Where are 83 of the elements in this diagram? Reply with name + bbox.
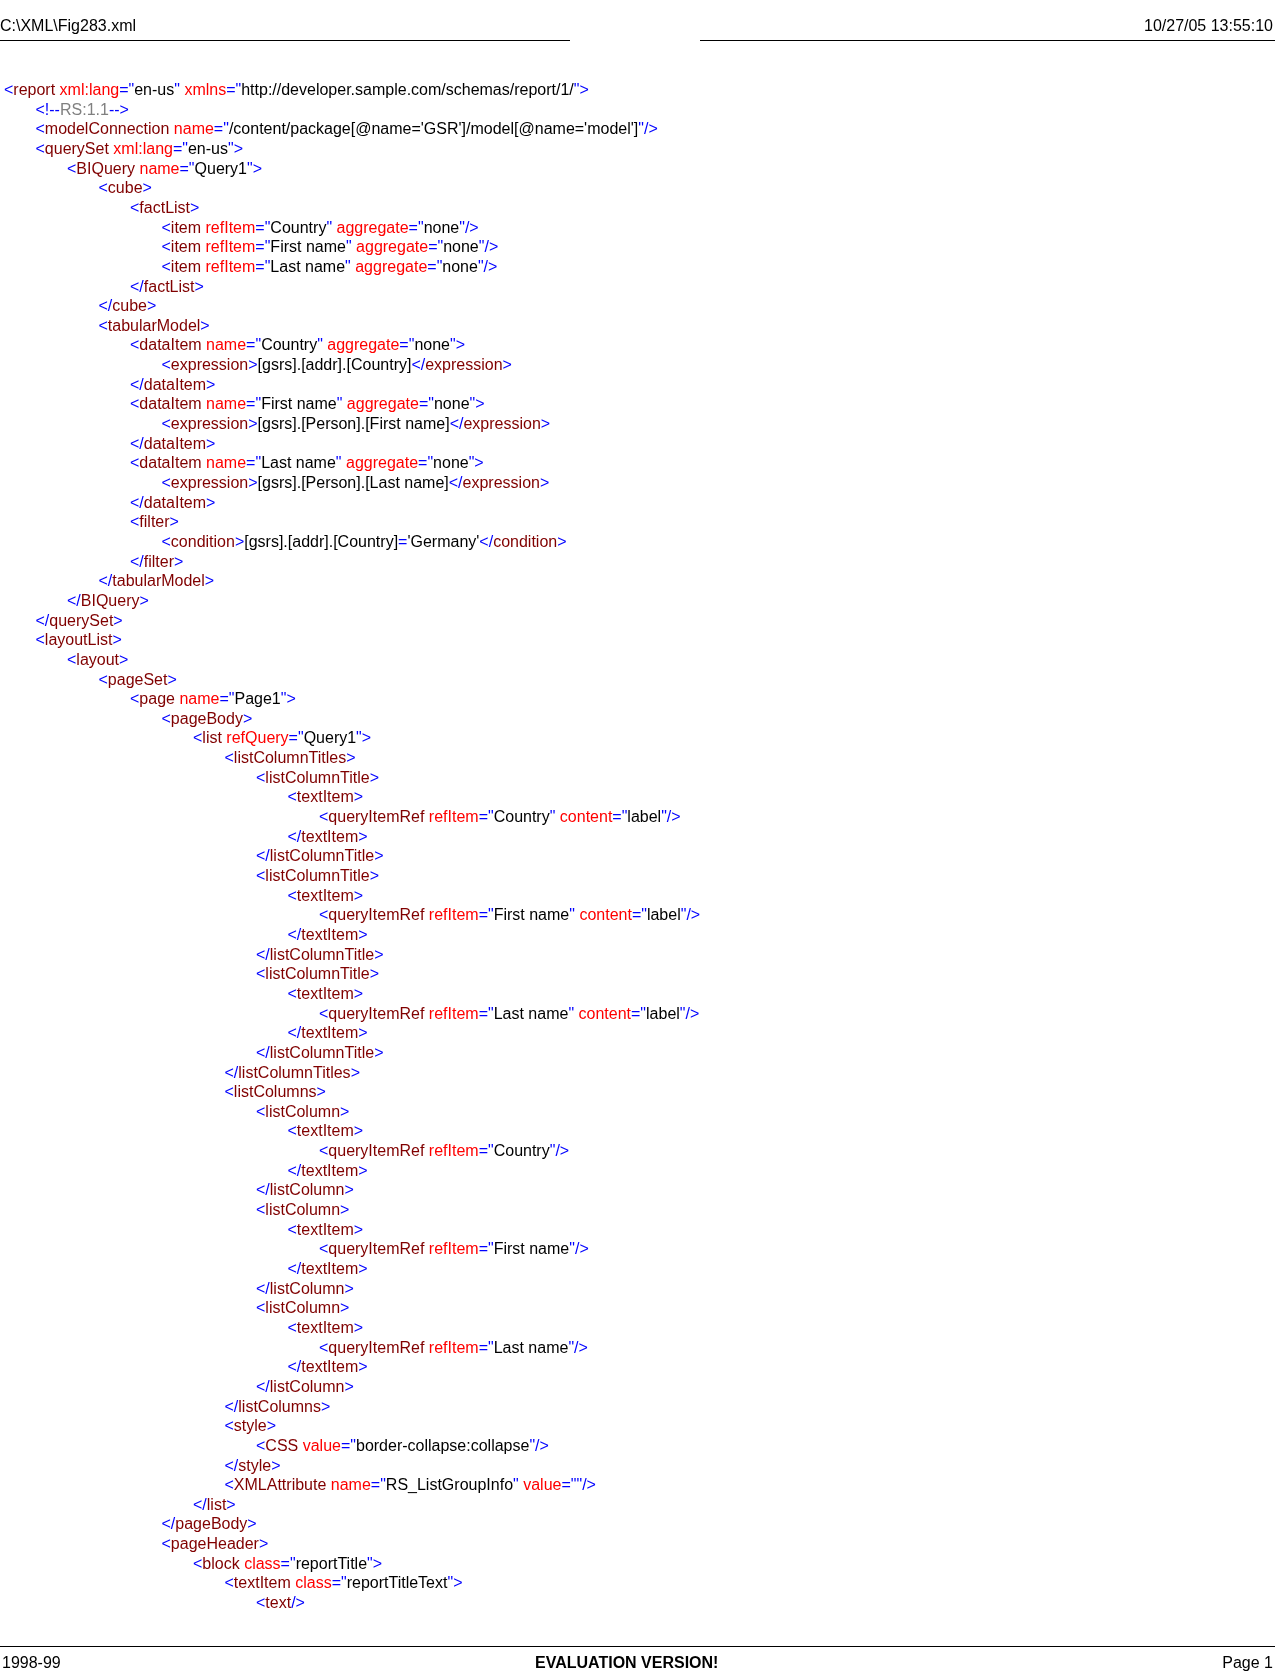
code-line: <block class="reportTitle">	[193, 1553, 383, 1573]
code-line: </BIQuery>	[67, 590, 149, 610]
code-line: <item refItem="Last name" aggregate="none"/>	[161, 256, 498, 276]
code-line: </listColumnTitle>	[256, 944, 384, 964]
code-line: <queryItemRef refItem="Last name" content="label"/>	[319, 1003, 700, 1023]
code-line: </dataItem>	[130, 374, 216, 394]
code-line: <dataItem name="First name" aggregate="none">	[130, 394, 485, 414]
code-line: </listColumnTitle>	[256, 846, 384, 866]
code-line: <pageHeader>	[161, 1534, 269, 1554]
code-line: <queryItemRef refItem="Country"/>	[319, 1141, 570, 1161]
code-line: <modelConnection name="/content/package[@name='GSR']/model[@name='model']"/>	[35, 119, 658, 139]
code-line: <item refItem="First name" aggregate="none"/>	[161, 237, 499, 257]
code-line: <expression>[gsrs].[addr].[Country]</expression>	[161, 355, 512, 375]
code-line: <listColumn>	[256, 1200, 350, 1220]
code-line: </dataItem>	[130, 433, 216, 453]
code-line: <pageSet>	[98, 669, 177, 689]
code-line: <queryItemRef refItem="Last name"/>	[319, 1337, 588, 1357]
code-line: <textItem>	[287, 885, 364, 905]
code-line: </textItem>	[287, 826, 368, 846]
code-line: <dataItem name="Country" aggregate="none">	[130, 335, 465, 355]
evaluation-notice: EVALUATION VERSION!	[535, 1653, 719, 1672]
copyright-text: 1998-99	[2, 1653, 61, 1672]
code-line: <layoutList>	[35, 630, 122, 650]
code-line: <queryItemRef refItem="First name" content="label"/>	[319, 905, 701, 925]
code-line: <text/>	[256, 1593, 305, 1613]
code-line: <textItem>	[287, 983, 364, 1003]
code-line: <expression>[gsrs].[Person].[First name]</expression>	[161, 414, 551, 434]
code-line: <listColumn>	[256, 1298, 350, 1318]
code-line: </dataItem>	[130, 492, 216, 512]
page-number: Page 1	[1222, 1653, 1273, 1672]
code-line: <XMLAttribute name="RS_ListGroupInfo" value=""/>	[224, 1475, 596, 1495]
code-line: <listColumnTitle>	[256, 866, 379, 885]
code-line: </listColumn>	[256, 1376, 354, 1396]
code-line: <queryItemRef refItem="Country" content="label"/>	[319, 807, 681, 827]
code-line: <queryItemRef refItem="First name"/>	[319, 1239, 589, 1259]
code-line: </querySet>	[35, 610, 123, 630]
code-line: <list refQuery="Query1">	[193, 728, 372, 748]
code-line: </textItem>	[287, 1259, 368, 1278]
code-line: <textItem>	[287, 1317, 364, 1337]
code-line: <listColumn>	[256, 1101, 350, 1121]
code-line: <!--RS:1.1-->	[35, 99, 129, 119]
code-line: </listColumn>	[256, 1180, 354, 1200]
code-line: </style>	[224, 1455, 281, 1475]
code-line: <cube>	[98, 178, 152, 198]
code-line: <expression>[gsrs].[Person].[Last name]</expression>	[161, 473, 550, 492]
code-line: <BIQuery name="Query1">	[67, 158, 263, 178]
code-line: </listColumn>	[256, 1278, 354, 1298]
code-line: <page name="Page1">	[130, 689, 296, 709]
code-line: <layout>	[67, 649, 129, 669]
code-line: </filter>	[130, 551, 184, 571]
code-line: </listColumns>	[224, 1396, 331, 1416]
code-line: </textItem>	[287, 1023, 368, 1043]
code-line: <filter>	[130, 512, 179, 532]
code-line: </tabularModel>	[98, 571, 215, 591]
timestamp: 10/27/05 13:55:10	[1144, 16, 1273, 35]
code-line: <listColumnTitles>	[224, 748, 356, 768]
code-line: </pageBody>	[161, 1514, 257, 1534]
code-line: </listColumnTitles>	[224, 1062, 360, 1082]
code-line: <textItem>	[287, 1219, 364, 1239]
code-line: <report xml:lang="en-us" xmlns="http://developer.sample.com/schemas/report/1/">	[4, 80, 589, 99]
code-line: <listColumns>	[224, 1082, 326, 1102]
code-line: </textItem>	[287, 924, 368, 944]
code-line: <style>	[224, 1416, 277, 1436]
code-line: </textItem>	[287, 1160, 368, 1180]
code-line: <tabularModel>	[98, 315, 210, 335]
code-line: <textItem class="reportTitleText">	[224, 1573, 463, 1593]
code-line: </factList>	[130, 276, 204, 296]
code-line: <pageBody>	[161, 708, 253, 728]
code-line: <dataItem name="Last name" aggregate="none">	[130, 453, 484, 473]
file-path: C:\XML\Fig283.xml	[0, 16, 137, 35]
code-line: <listColumnTitle>	[256, 767, 379, 787]
code-line: <factList>	[130, 197, 200, 217]
code-line: </cube>	[98, 296, 157, 316]
code-line: </textItem>	[287, 1357, 368, 1377]
code-line: <listColumnTitle>	[256, 964, 379, 984]
code-line: <textItem>	[287, 1121, 364, 1141]
code-line: </listColumnTitle>	[256, 1042, 384, 1062]
code-line: <item refItem="Country" aggregate="none"/>	[161, 217, 479, 237]
code-line: <condition>[gsrs].[addr].[Country]='Germany'</condition>	[161, 531, 567, 551]
code-line: <CSS value="border-collapse:collapse"/>	[256, 1435, 549, 1455]
code-line: </list>	[193, 1494, 236, 1514]
code-line: <querySet xml:lang="en-us">	[35, 138, 243, 158]
code-line: <textItem>	[287, 787, 364, 807]
